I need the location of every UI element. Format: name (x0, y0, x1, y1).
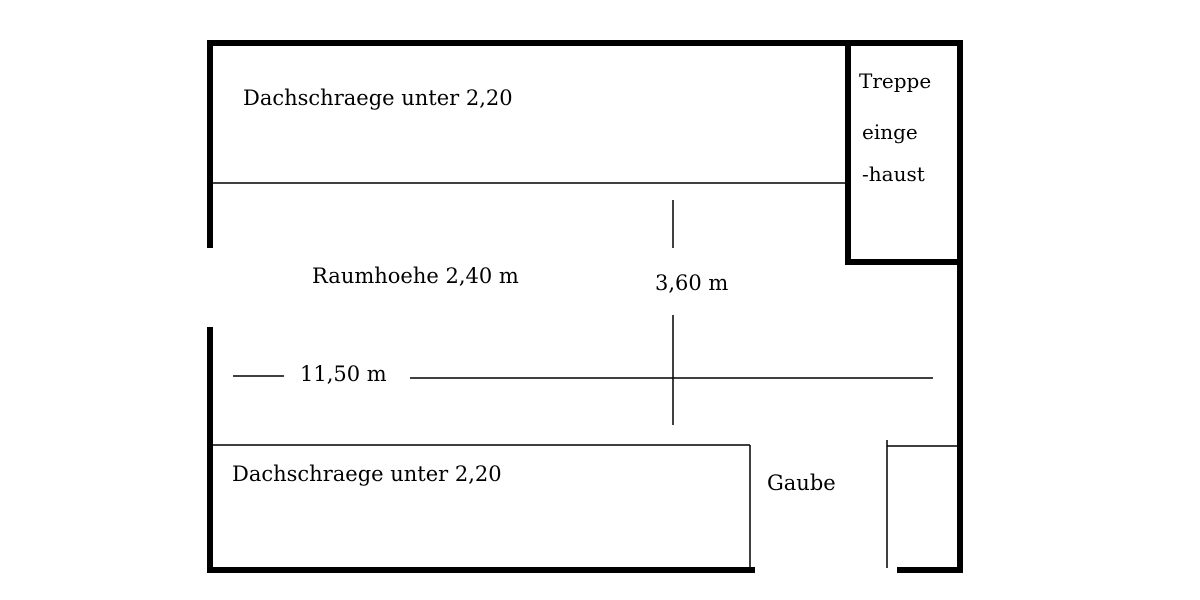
slope-label-top: Dachschraege unter 2,20 (243, 86, 513, 110)
room-height-label: Raumhoehe 2,40 m (312, 264, 519, 288)
slope-label-bottom: Dachschraege unter 2,20 (232, 462, 502, 486)
stair-label-line2: einge (862, 120, 918, 144)
stair-label-line3: -haust (862, 162, 925, 186)
depth-dimension-label: 3,60 m (655, 271, 728, 295)
stair-label-line1: Treppe (859, 69, 931, 93)
dormer-label: Gaube (767, 471, 836, 495)
width-dimension-label: 11,50 m (300, 362, 387, 386)
